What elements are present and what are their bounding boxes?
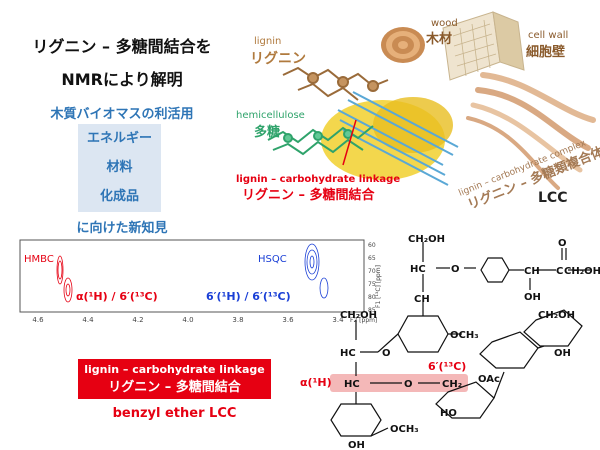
x-tick-4.2: 4.2 xyxy=(132,316,143,324)
fibril-bundle-icon xyxy=(466,72,596,190)
y-tick-80: 80 xyxy=(368,294,376,301)
struct-oh-right: OH xyxy=(524,292,541,303)
struct-ch2oh-left: CH₂OH xyxy=(340,310,377,321)
lignin-network-icon xyxy=(282,66,389,101)
lcc-illustration: lignin リグニン wood 木材 cell wall 細胞壁 hemice… xyxy=(236,11,600,213)
x-tick-4.4: 4.4 xyxy=(82,316,94,324)
struct-oh-lower: OH xyxy=(348,440,365,450)
struct-ho-sugar: HO xyxy=(440,408,457,419)
linkage-box-line-2: リグニン – 多糖間結合 xyxy=(108,380,241,395)
struct-hc-alpha: HC xyxy=(344,379,360,390)
struct-o-keto: O xyxy=(558,238,567,249)
lcc-complex-icon xyxy=(321,91,459,186)
hemi-label-en: hemicellulose xyxy=(236,110,305,121)
struct-o-alpha: O xyxy=(404,379,413,390)
lignin-label-en: lignin xyxy=(254,36,281,47)
nmr-spectrum: HMBC HSQC α(¹H) / 6′(¹³C) 6′(¹H) / 6′(¹³… xyxy=(19,239,382,324)
struct-och3-lower: OCH₃ xyxy=(390,424,419,435)
alpha-crosspeak-label: α(¹H) / 6′(¹³C) xyxy=(76,290,158,303)
struct-ch2oh-right: CH₂OH xyxy=(564,266,600,277)
linkage-pointer-icon xyxy=(342,119,357,166)
title-line-1: リグニン – 多糖間結合を xyxy=(32,37,212,56)
struct-o-link: O xyxy=(382,348,391,359)
struct-oac: OAc xyxy=(478,374,500,385)
struct-oh-sugar: OH xyxy=(554,348,571,359)
y-tick-60: 60 xyxy=(368,242,376,249)
cellwall-label-ja: 細胞壁 xyxy=(526,44,565,60)
benzyl-ether-label: benzyl ether LCC xyxy=(112,406,237,421)
use-item-energy: エネルギー xyxy=(86,131,152,146)
linkage-label-ja: リグニン – 多糖間結合 xyxy=(242,187,376,203)
struct-ch-mid: CH xyxy=(524,266,540,277)
struct-ch2-alpha: CH₂ xyxy=(442,379,462,390)
hmbc-label: HMBC xyxy=(24,254,54,265)
hmbc-peak-icon xyxy=(56,255,73,303)
x-tick-4.0: 4.0 xyxy=(182,316,193,324)
cellwall-label-en: cell wall xyxy=(528,30,568,41)
wood-label-ja: 木材 xyxy=(425,31,452,47)
y-tick-85: 85 xyxy=(368,307,376,314)
uses-footer: に向けた新知見 xyxy=(76,221,168,236)
x-tick-3.8: 3.8 xyxy=(232,316,243,324)
hemi-label-ja: 多糖 xyxy=(254,124,280,140)
linkage-box: lignin – carbohydrate linkage リグニン – 多糖間… xyxy=(78,359,271,399)
six-crosspeak-label: 6′(¹H) / 6′(¹³C) xyxy=(206,290,291,303)
struct-och3-upper: OCH₃ xyxy=(450,330,479,341)
hemicellulose-chain-icon xyxy=(267,125,374,156)
uses-box: エネルギー 材料 化成品 xyxy=(78,124,161,212)
y-tick-70: 70 xyxy=(368,268,376,275)
struct-ch2oh-sugar: CH₂OH xyxy=(538,310,575,321)
linkage-box-line-1: lignin – carbohydrate linkage xyxy=(84,363,265,376)
struct-c-keto: C xyxy=(556,266,563,277)
struct-hc-left: HC xyxy=(340,348,356,359)
y-unit-label: F1 [¹³C] [ppm] xyxy=(375,265,382,308)
struct-ch2oh-top: CH₂OH xyxy=(408,234,445,245)
y-tick-75: 75 xyxy=(368,281,376,288)
title-line-2: NMRにより解明 xyxy=(61,70,183,89)
lignin-label-ja: リグニン xyxy=(250,50,306,67)
x-unit-label: F2 [ppm] xyxy=(350,317,377,324)
linkage-label-en: lignin – carbohydrate linkage xyxy=(236,174,400,185)
struct-alpha-label: α(¹H) xyxy=(300,376,332,389)
uses-heading: 木質バイオマスの利活用 xyxy=(50,107,194,122)
struct-o-top: O xyxy=(451,264,460,275)
use-item-chemicals: 化成品 xyxy=(99,189,139,204)
use-item-materials: 材料 xyxy=(106,160,133,175)
wood-label-en: wood xyxy=(431,18,458,29)
y-tick-65: 65 xyxy=(368,255,376,262)
x-tick-3.6: 3.6 xyxy=(282,316,294,324)
chemical-structure: CH₂OH HC O CH C O CH₂OH OH CH OCH₃ O CH₂… xyxy=(300,234,600,450)
struct-hc-top: HC xyxy=(410,264,426,275)
wood-log-icon xyxy=(381,27,425,63)
x-tick-4.6: 4.6 xyxy=(32,316,44,324)
hsqc-label: HSQC xyxy=(258,254,287,265)
struct-ch-top: CH xyxy=(414,294,430,305)
cell-wall-icon xyxy=(442,11,525,81)
lcc-abbr-label: LCC xyxy=(538,190,567,206)
hsqc-peak-icon xyxy=(304,243,329,299)
x-tick-3.4: 3.4 xyxy=(332,316,344,324)
struct-six-label: 6′(¹³C) xyxy=(428,360,466,373)
